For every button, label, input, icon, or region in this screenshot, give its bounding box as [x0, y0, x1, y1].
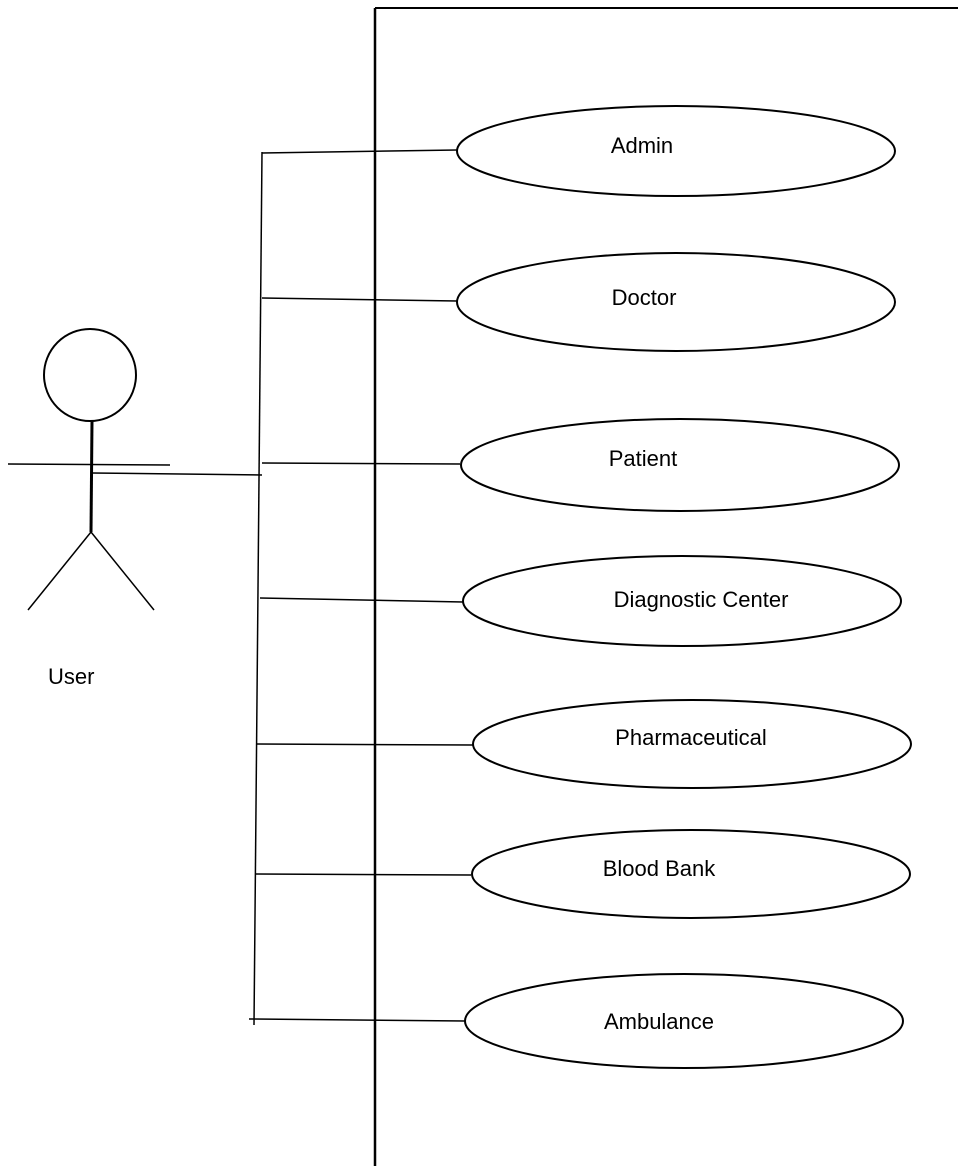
use-case-ellipse — [456, 252, 896, 352]
actor-left-leg — [27, 531, 92, 611]
use-case-ellipse — [462, 555, 902, 647]
use-case-ambulance: Ambulance — [464, 973, 904, 1069]
use-case-label: Doctor — [612, 285, 677, 310]
use-case-diagnostic-center: Diagnostic Center — [462, 555, 902, 647]
use-case-label: Ambulance — [604, 1009, 714, 1034]
use-case-ellipse — [464, 973, 904, 1069]
branch-line — [248, 1018, 466, 1022]
association-branches — [248, 149, 474, 1022]
use-case-blood-bank: Blood Bank — [471, 829, 911, 919]
branch-line — [259, 597, 464, 603]
use-case-ellipse — [460, 418, 900, 512]
branch-line — [261, 149, 458, 154]
branch-line — [261, 462, 461, 465]
use-case-patient: Patient — [460, 418, 900, 512]
actor-right-leg — [90, 531, 155, 611]
use-case-label: Admin — [611, 133, 673, 158]
use-case-label: Pharmaceutical — [615, 725, 767, 750]
actor-user: User — [7, 328, 171, 689]
use-case-label: Diagnostic Center — [614, 587, 789, 612]
actor-head — [43, 328, 137, 422]
actor-label: User — [48, 664, 94, 689]
use-case-ellipse — [471, 829, 911, 919]
system-boundary — [373, 7, 958, 1166]
association-bus — [253, 151, 263, 1026]
use-case-pharmaceutical: Pharmaceutical — [472, 699, 912, 789]
use-case-label: Blood Bank — [603, 856, 717, 881]
use-case-ellipse — [456, 105, 896, 197]
use-case-label: Patient — [609, 446, 678, 471]
actor-arms — [7, 463, 171, 466]
actor-body — [89, 420, 94, 533]
use-case-admin: Admin — [456, 105, 896, 197]
use-case-ellipse — [472, 699, 912, 789]
branch-line — [255, 873, 472, 876]
branch-line — [256, 743, 474, 746]
branch-line — [261, 297, 458, 302]
actor-connector — [91, 472, 263, 476]
use-case-doctor: Doctor — [456, 252, 896, 352]
